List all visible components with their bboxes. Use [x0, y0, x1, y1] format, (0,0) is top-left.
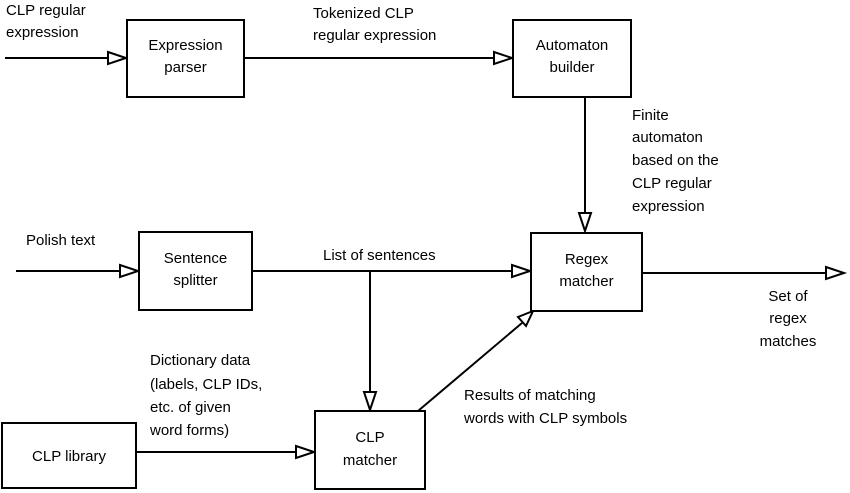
- label-results-of-matching-line-2: words with CLP symbols: [463, 410, 627, 427]
- node-automaton-builder-line-1: Automaton: [536, 37, 609, 54]
- node-clp-matcher: CLP matcher: [314, 410, 426, 490]
- edge-splitter-to-regex-matcher: [252, 263, 534, 279]
- node-expression-parser-line-1: Expression: [148, 37, 222, 54]
- node-clp-library-line-1: CLP library: [32, 448, 106, 465]
- edge-input-to-parser: [5, 50, 130, 66]
- label-list-of-sentences-line-1: List of sentences: [323, 247, 436, 264]
- label-tokenized-clp-regular-expression: Tokenized CLP regular expression: [313, 5, 436, 44]
- label-set-of-matches-line-1: Set of: [768, 288, 808, 305]
- node-expression-parser-line-2: parser: [164, 59, 207, 76]
- label-dictionary-data-line-2: (labels, CLP IDs,: [150, 376, 262, 393]
- label-polish-text-line-1: Polish text: [26, 232, 96, 249]
- label-finite-automaton: Finite automaton based on the CLP regula…: [632, 107, 719, 215]
- label-finite-automaton-line-1: Finite: [632, 107, 669, 124]
- node-sentence-splitter: Sentence splitter: [138, 231, 253, 311]
- edge-library-to-clp-matcher: [136, 444, 318, 460]
- label-dictionary-data: Dictionary data (labels, CLP IDs, etc. o…: [149, 352, 262, 439]
- edge-regex-matcher-output: [642, 265, 848, 281]
- label-results-of-matching-line-1: Results of matching: [464, 387, 596, 404]
- node-clp-matcher-line-2: matcher: [343, 452, 397, 469]
- label-tokenized-line-1: Tokenized CLP: [313, 5, 414, 22]
- node-sentence-splitter-line-1: Sentence: [164, 250, 227, 267]
- label-clp-regular-expression-line-2: expression: [6, 24, 79, 41]
- label-polish-text: Polish text: [26, 232, 96, 249]
- label-clp-regular-expression: CLP regular expression: [6, 2, 86, 41]
- edge-clp-matcher-to-regex-matcher: [417, 309, 535, 412]
- label-finite-automaton-line-5: expression: [632, 198, 705, 215]
- node-regex-matcher-line-1: Regex: [565, 251, 609, 268]
- node-regex-matcher-line-2: matcher: [559, 273, 613, 290]
- label-finite-automaton-line-3: based on the: [632, 152, 719, 169]
- node-automaton-builder-line-2: builder: [549, 59, 594, 76]
- label-set-of-regex-matches: Set of regex matches: [760, 288, 817, 350]
- label-finite-automaton-line-2: automaton: [632, 129, 703, 146]
- node-clp-matcher-line-1: CLP: [355, 429, 384, 446]
- label-set-of-matches-line-3: matches: [760, 333, 817, 350]
- edge-polish-text-to-splitter: [16, 263, 142, 279]
- node-regex-matcher: Regex matcher: [530, 232, 643, 312]
- label-results-of-matching: Results of matching words with CLP symbo…: [463, 387, 627, 427]
- node-automaton-builder: Automaton builder: [512, 19, 632, 98]
- label-dictionary-data-line-3: etc. of given: [150, 399, 231, 416]
- label-dictionary-data-line-4: word forms): [149, 422, 229, 439]
- label-clp-regular-expression-line-1: CLP regular: [6, 2, 86, 19]
- node-expression-parser: Expression parser: [126, 19, 245, 98]
- edge-sentences-to-clp-matcher: [362, 271, 378, 414]
- edge-builder-to-regex-matcher: [577, 97, 593, 235]
- label-dictionary-data-line-1: Dictionary data: [150, 352, 251, 369]
- label-list-of-sentences: List of sentences: [323, 247, 436, 264]
- label-set-of-matches-line-2: regex: [769, 310, 807, 327]
- label-finite-automaton-line-4: CLP regular: [632, 175, 712, 192]
- node-clp-library: CLP library: [1, 422, 137, 489]
- label-tokenized-line-2: regular expression: [313, 27, 436, 44]
- node-sentence-splitter-line-2: splitter: [173, 272, 217, 289]
- edge-parser-to-builder: [244, 50, 516, 66]
